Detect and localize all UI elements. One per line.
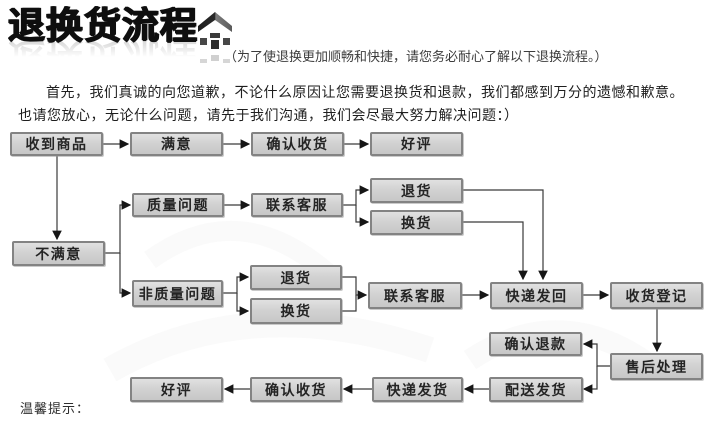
flow-edge [355,205,370,227]
flow-edge [582,339,610,367]
flow-node-good-review-bottom: 好评 [130,377,223,402]
tips-label: 温馨提示： [20,402,91,417]
flow-edge [105,200,132,254]
flow-node-confirm-receipt-top: 确认收货 [251,132,344,156]
flow-edge [343,185,370,206]
flow-edge [463,189,548,281]
watermark-swoosh [144,220,337,283]
flow-node-good-review-top: 好评 [370,132,463,156]
flow-edge [236,293,250,316]
flow-node-contact-service-main: 联系客服 [368,282,462,309]
home-icon [198,12,232,63]
flow-node-non-quality-issue: 非质量问题 [132,280,223,307]
flow-edge [223,272,250,294]
flow-edge [119,253,132,298]
flow-node-received-goods: 收到商品 [10,132,103,156]
intro-paragraph: 首先，我们真诚的向您道歉，不论什么原因让您需要退换货和退款，我们都感到万分的遗憾… [18,85,684,124]
flow-node-quality-issue: 质量问题 [132,193,224,217]
flow-node-dispatch-shipping: 配送发货 [489,377,583,402]
flow-node-contact-service-quality: 联系客服 [251,193,343,217]
page-title: 退换货流程 [8,6,198,47]
flow-edge [582,366,598,394]
watermark-swoosh [103,311,435,382]
flow-node-satisfied: 满意 [130,132,223,156]
flow-node-confirm-receipt-bottom: 确认收货 [250,377,342,402]
flow-node-unsatisfied: 不满意 [12,241,105,266]
header-tagline: （为了使退换更加顺畅和快捷，请您务必耐心了解以下退换流程。） [224,50,608,65]
flow-node-after-sales: 售后处理 [610,353,703,380]
flow-node-express-return: 快递发回 [490,282,583,309]
flow-edge [342,276,368,300]
flow-node-exchange-nonquality: 换货 [250,298,342,324]
flow-node-return-nonquality: 退货 [250,265,342,290]
flow-node-confirm-refund: 确认退款 [489,332,582,356]
flow-edge [342,295,357,312]
flow-node-express-shipping: 快递发货 [372,377,463,402]
flow-node-return-quality: 退货 [370,178,463,203]
flow-edge [463,221,528,281]
page-title-block: 退换货流程 退换货流程 [8,6,208,64]
flow-node-exchange-quality: 换货 [370,210,463,235]
flow-node-receipt-registration: 收货登记 [610,282,703,309]
